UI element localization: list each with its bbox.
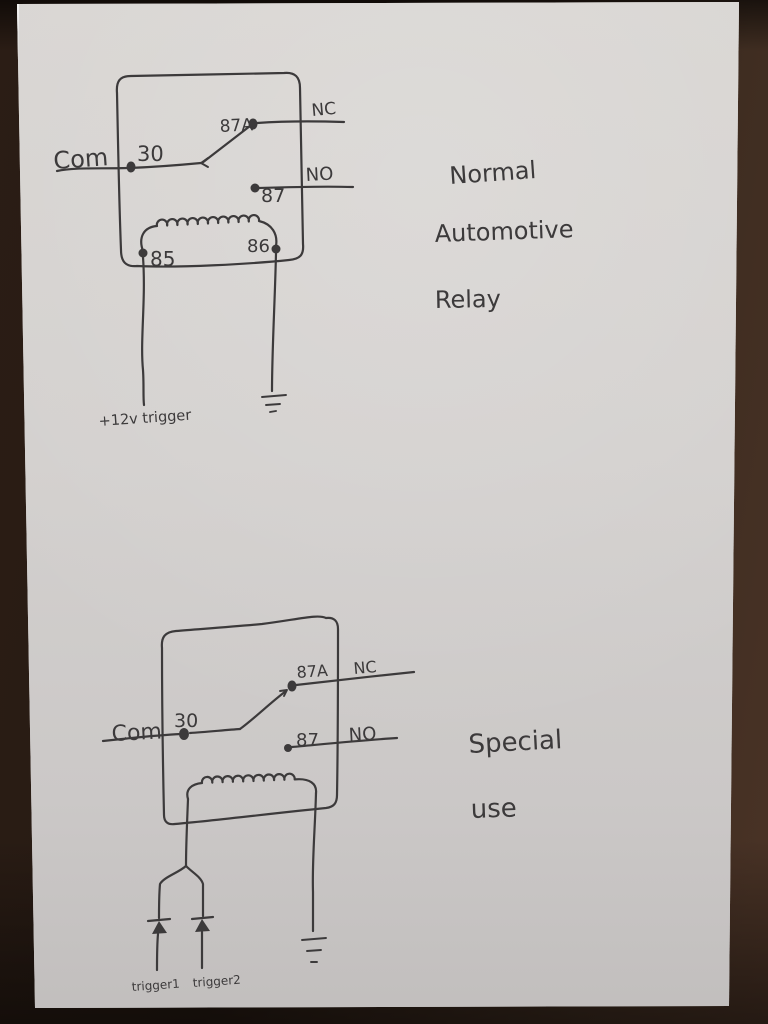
trigger-branch-left [157,864,188,920]
title-line-2: Automotive [434,215,574,248]
terminal-87-dot [250,183,260,193]
title-line-3: Relay [435,285,501,314]
terminal-85-dot [138,248,148,258]
com-label: Com [111,719,163,747]
pin85-label: 85 [150,247,175,271]
trigger-branch-right [184,864,205,918]
ground-wire-86 [270,251,278,393]
switch-arm-arrowhead [279,689,288,697]
no-wire [257,185,355,190]
terminal-87a-dot [248,118,258,130]
pin87-label: 87 [261,185,285,207]
trigger2-label: trigger2 [192,973,241,990]
trigger1-label: trigger1 [131,977,180,994]
terminal-30-dot [126,161,136,173]
terminal-87a-dot [287,680,297,692]
pin87-label: 87 [296,730,319,751]
relay-body-outline [160,615,340,826]
nc-wire [294,670,416,687]
nc-label: NC [353,657,378,678]
coil-winding [186,772,318,801]
coil-left-lead [184,797,190,868]
title-line-1: Normal [448,156,537,190]
pin87a-label: 87A [219,115,254,137]
diode-2-icon [190,915,215,970]
nc-label: NC [311,99,337,121]
ground-symbol-icon [261,394,287,413]
terminal-86-dot [271,244,281,254]
pin86-label: 86 [247,236,270,257]
no-wire [290,736,399,749]
no-label: NO [348,724,377,746]
pin87a-label: 87A [296,661,329,682]
title-line-2: use [470,793,517,825]
trigger-label: +12v trigger [98,408,192,430]
coil-winding [140,213,278,253]
nc-wire [255,120,346,125]
switch-arm [238,689,288,731]
pin30-label: 30 [174,710,198,732]
relay-body-outline [115,71,305,268]
relay-special-diagram: Com 30 87A NC 87 NO trigger1 trigger2 Sp… [101,615,563,994]
ground-symbol-icon [301,937,327,963]
pin30-label: 30 [137,142,164,166]
com-wire [101,732,183,743]
diode-1-icon [146,917,172,972]
switch-arm [200,124,252,165]
title-line-1: Special [468,725,563,760]
relay-normal-diagram: Com 30 87A NC 87 NO 85 86 +12v trigger N… [52,71,574,430]
trigger-wire-85 [141,255,146,407]
com-label: Com [52,143,109,175]
coil-right-lead [311,791,318,933]
wire-30-to-arm [188,727,242,735]
no-label: NO [305,164,334,186]
terminal-30-dot [179,728,189,740]
terminal-87-dot [284,744,292,752]
